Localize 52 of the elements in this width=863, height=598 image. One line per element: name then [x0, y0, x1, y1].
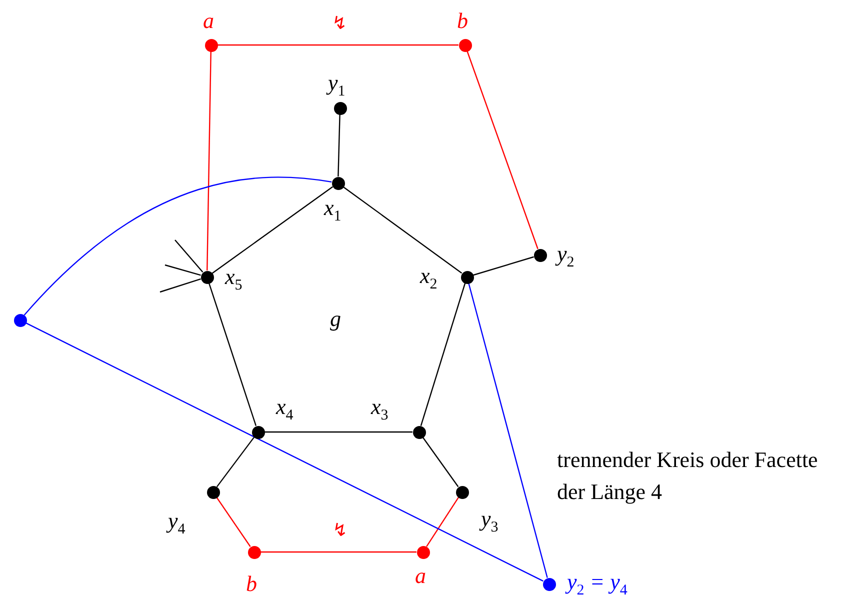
graph-edge [218, 44, 458, 46]
vertex-dot [416, 546, 430, 558]
edge-stub [174, 240, 204, 272]
graph-edge [260, 551, 416, 553]
graph-edge [338, 114, 340, 177]
graph-edge [216, 497, 251, 547]
graph-edge [212, 186, 334, 274]
vertex-dot [200, 270, 214, 284]
graph-edge [426, 497, 459, 547]
edge-stub [160, 278, 201, 293]
vertex-label: x$_{5}$ [225, 266, 242, 294]
graph-edge [468, 283, 548, 578]
vertex-dot [206, 486, 220, 498]
vertex-dot [204, 38, 218, 52]
vertex-dot [252, 426, 264, 438]
vertex-label: y$_{4}$ [168, 510, 186, 538]
graph-edge [420, 283, 466, 426]
edge-stub [164, 264, 201, 276]
vertex-label: x$_{3}$ [371, 396, 388, 424]
graph-edge [473, 256, 534, 276]
graph-edge [422, 436, 459, 488]
graph-edge [342, 186, 462, 274]
vertex-label: b [246, 573, 257, 595]
note-text: trennender Kreis oder Facette der Länge 4 [557, 446, 819, 506]
vertex-label: a [415, 565, 426, 587]
graph-edge [208, 282, 257, 426]
vertex-dot [332, 176, 344, 190]
vertex-label: a [203, 10, 214, 32]
vertex-dot [412, 426, 426, 438]
vertex-dot [14, 314, 26, 326]
vertex-dot [334, 102, 346, 114]
vertex-dot [458, 38, 472, 52]
graph-edge [206, 51, 212, 271]
vertex-dot [542, 578, 556, 590]
vertex-label: x$_{4}$ [276, 396, 294, 424]
vertex-label: y$_{1}$ [328, 72, 346, 100]
vertex-label: b [457, 10, 468, 32]
vertex-label: y$_{3}$ [481, 508, 498, 536]
vertex-dot [460, 270, 474, 284]
face-label: g [330, 308, 341, 330]
graph-edge [24, 176, 332, 316]
graph-edge [466, 50, 538, 250]
vertex-label: y$_{2}$ [557, 243, 574, 270]
graph-edge [216, 436, 255, 488]
vertex-dot [456, 486, 468, 498]
vertex-label: x$_{2}$ [420, 265, 438, 292]
vertex-label: x$_{1}$ [324, 197, 342, 224]
graph-edge [264, 431, 412, 433]
vertex-label: y$_{2}$ = y$_{4}$ [567, 571, 628, 598]
vertex-dot [534, 248, 546, 262]
vertex-dot [248, 546, 260, 558]
graph-edge [26, 322, 544, 582]
